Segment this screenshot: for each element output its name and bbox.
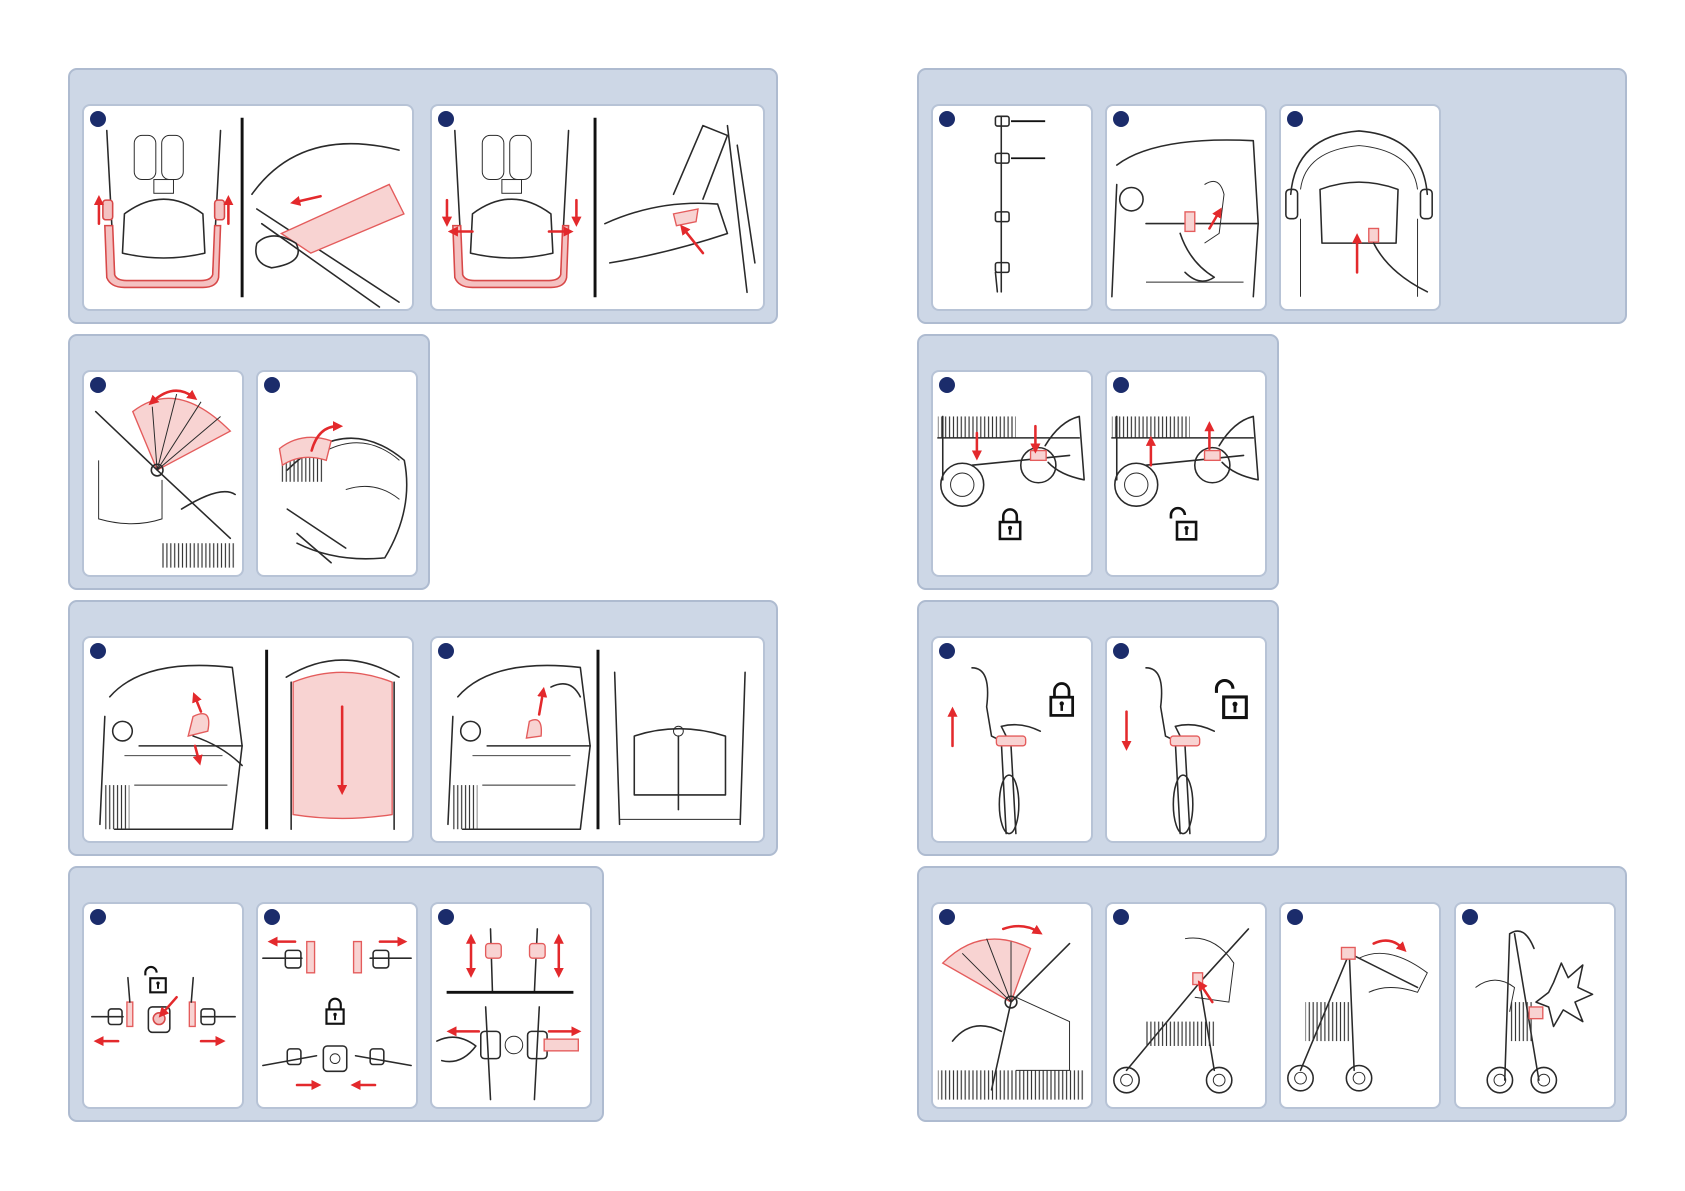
section-bumper-bar bbox=[68, 68, 778, 324]
step-number-dot bbox=[1287, 111, 1303, 127]
step-number-dot bbox=[438, 111, 454, 127]
fold-collapse-illustration bbox=[1281, 904, 1439, 1107]
step-panel-backrest-lower bbox=[82, 636, 414, 843]
harness-unlock-illustration bbox=[84, 904, 242, 1107]
canopy-visor-illustration bbox=[258, 372, 416, 575]
backrest-lower-illustration bbox=[84, 638, 412, 841]
swivel-unlock-illustration bbox=[1107, 638, 1265, 841]
brake-on-illustration bbox=[933, 372, 1091, 575]
strap-rethread-illustration bbox=[1107, 106, 1265, 309]
step-panel-bumper-bar-attach bbox=[430, 104, 765, 311]
step-panel-strap-slots bbox=[931, 104, 1093, 311]
step-number-dot bbox=[90, 909, 106, 925]
section-backrest bbox=[68, 600, 778, 856]
brake-off-illustration bbox=[1107, 372, 1265, 575]
step-panel-fold-collapse bbox=[1279, 902, 1441, 1109]
step-number-dot bbox=[939, 643, 955, 659]
step-panel-shoulder-strap bbox=[430, 902, 592, 1109]
step-number-dot bbox=[1287, 909, 1303, 925]
step-number-dot bbox=[90, 643, 106, 659]
step-panel-brake-on bbox=[931, 370, 1093, 577]
step-panel-backrest-raise bbox=[430, 636, 765, 843]
step-panel-fold-click bbox=[1454, 902, 1616, 1109]
step-panel-harness-unlock bbox=[82, 902, 244, 1109]
step-panel-swivel-unlock bbox=[1105, 636, 1267, 843]
step-number-dot bbox=[939, 111, 955, 127]
lock-icon bbox=[1051, 684, 1073, 716]
bumper-bar-attach-illustration bbox=[432, 106, 763, 309]
step-panel-bumper-bar-remove bbox=[82, 104, 414, 311]
step-number-dot bbox=[1462, 909, 1478, 925]
step-number-dot bbox=[1113, 377, 1129, 393]
section-strap-slots bbox=[917, 68, 1627, 324]
section-canopy bbox=[68, 334, 430, 590]
backrest-raise-illustration bbox=[432, 638, 763, 841]
step-number-dot bbox=[90, 377, 106, 393]
step-number-dot bbox=[1113, 909, 1129, 925]
fold-click-illustration bbox=[1456, 904, 1614, 1107]
fold-canopy-illustration bbox=[933, 904, 1091, 1107]
step-panel-canopy-visor bbox=[256, 370, 418, 577]
section-harness bbox=[68, 866, 604, 1122]
lock-icon bbox=[326, 999, 343, 1024]
unlock-icon bbox=[145, 967, 165, 992]
unlock-icon bbox=[1171, 508, 1196, 539]
step-number-dot bbox=[264, 909, 280, 925]
swivel-lock-illustration bbox=[933, 638, 1091, 841]
step-number-dot bbox=[438, 909, 454, 925]
step-panel-swivel-lock bbox=[931, 636, 1093, 843]
harness-lock-illustration bbox=[258, 904, 416, 1107]
step-panel-brake-off bbox=[1105, 370, 1267, 577]
step-number-dot bbox=[1113, 111, 1129, 127]
strap-slots-illustration bbox=[933, 106, 1091, 309]
step-panel-strap-rear bbox=[1279, 104, 1441, 311]
step-number-dot bbox=[1113, 643, 1129, 659]
step-panel-harness-lock bbox=[256, 902, 418, 1109]
step-number-dot bbox=[90, 111, 106, 127]
step-panel-strap-rethread bbox=[1105, 104, 1267, 311]
lock-icon bbox=[1000, 509, 1020, 539]
step-number-dot bbox=[939, 377, 955, 393]
step-panel-fold-release bbox=[1105, 902, 1267, 1109]
bumper-bar-remove-illustration bbox=[84, 106, 412, 309]
step-panel-canopy-extend bbox=[82, 370, 244, 577]
canopy-extend-illustration bbox=[84, 372, 242, 575]
shoulder-strap-illustration bbox=[432, 904, 590, 1107]
step-number-dot bbox=[939, 909, 955, 925]
fold-release-illustration bbox=[1107, 904, 1265, 1107]
section-folding bbox=[917, 866, 1627, 1122]
section-swivel-wheel bbox=[917, 600, 1279, 856]
step-panel-fold-canopy bbox=[931, 902, 1093, 1109]
strap-rear-illustration bbox=[1281, 106, 1439, 309]
step-number-dot bbox=[438, 643, 454, 659]
section-brake bbox=[917, 334, 1279, 590]
step-number-dot bbox=[264, 377, 280, 393]
unlock-icon bbox=[1216, 680, 1246, 717]
